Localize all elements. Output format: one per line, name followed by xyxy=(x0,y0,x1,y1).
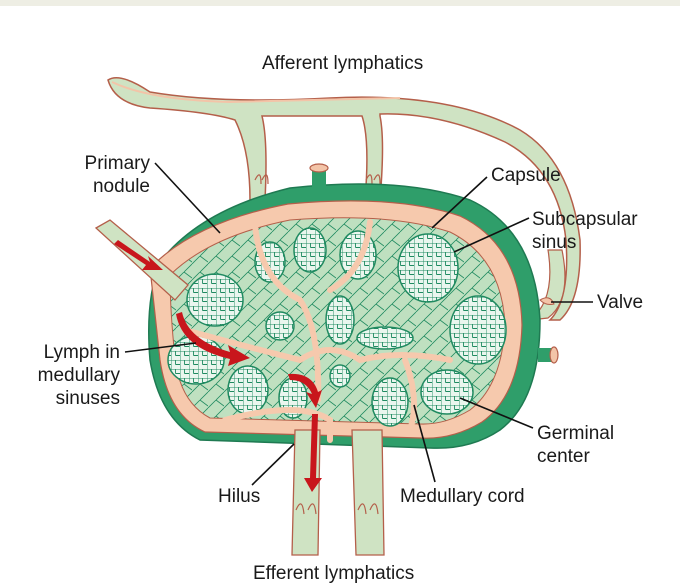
label-lymph-medullary-line3: sinuses xyxy=(55,388,120,409)
efferent-lymphatic-vessels xyxy=(291,429,385,556)
leader-subcapsular-sinus xyxy=(453,217,530,253)
leader-primary-nodule xyxy=(154,162,221,234)
blood-vessel-stubs xyxy=(309,163,559,364)
label-lymph-medullary-line1: Lymph in xyxy=(43,342,120,363)
label-capsule: Capsule xyxy=(491,165,561,186)
leader-hilus xyxy=(251,443,295,486)
label-subcapsular-sinus-line1: Subcapsular xyxy=(532,209,638,230)
label-germinal-center-line2: center xyxy=(537,446,590,467)
leader-lymph-medullary xyxy=(124,342,197,353)
label-efferent-lymphatics: Efferent lymphatics xyxy=(253,563,415,584)
lymph-flow-arrows xyxy=(114,240,322,492)
leader-capsule xyxy=(431,176,488,229)
leader-germinal-center xyxy=(459,397,534,429)
label-medullary-cord: Medullary cord xyxy=(400,486,525,507)
label-afferent-lymphatics: Afferent lymphatics xyxy=(262,53,424,74)
label-leader-lines xyxy=(124,162,593,486)
medullary-sinuses xyxy=(182,219,453,443)
label-primary-nodule-line2: nodule xyxy=(92,176,150,197)
leader-medullary-cord xyxy=(413,404,436,483)
label-germinal-center-line1: Germinal xyxy=(537,423,615,444)
label-primary-nodule-line1: Primary xyxy=(84,153,150,174)
arrow-medullary-2 xyxy=(288,373,322,408)
label-valve: Valve xyxy=(597,292,644,313)
arrow-afferent-inflow xyxy=(114,240,163,270)
arrow-medullary-1 xyxy=(176,312,250,366)
arrow-efferent-outflow xyxy=(304,414,322,492)
label-hilus: Hilus xyxy=(218,486,261,507)
label-subcapsular-sinus-line2: sinus xyxy=(532,232,577,253)
top-border-strip xyxy=(0,0,680,6)
label-lymph-medullary-line2: medullary xyxy=(37,365,120,386)
